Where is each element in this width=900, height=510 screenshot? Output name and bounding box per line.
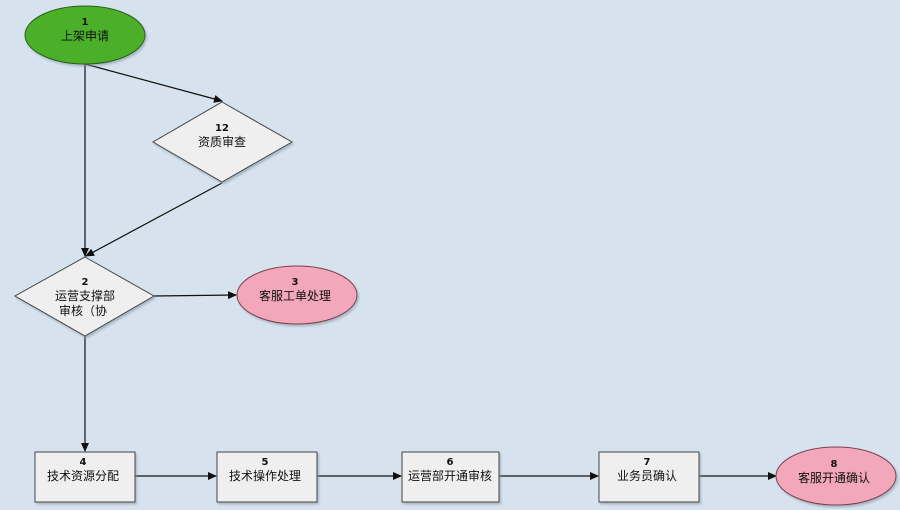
node-8-end[interactable]: 8 客服开通确认 xyxy=(775,446,897,506)
edge-1-to-12 xyxy=(84,63,223,103)
node-5-task[interactable]: 5 技术操作处理 xyxy=(216,451,318,503)
node-7-task[interactable]: 7 业务员确认 xyxy=(598,451,700,503)
node-6-task[interactable]: 6 运营部开通审核 xyxy=(401,451,500,503)
node-3-number: 3 xyxy=(292,277,299,288)
node-1-label: 上架申请 xyxy=(61,29,109,43)
node-4-number: 4 xyxy=(80,457,87,468)
edge-12-to-2 xyxy=(85,182,223,257)
node-6-label: 运营部开通审核 xyxy=(408,468,492,483)
edges xyxy=(81,63,777,480)
node-5-shape xyxy=(216,451,318,503)
node-1-start[interactable]: 1 上架申请 xyxy=(24,5,146,65)
node-12-number: 12 xyxy=(215,123,229,134)
node-2-shape xyxy=(13,256,156,337)
edge-2-to-3 xyxy=(153,291,237,300)
node-2-label-line2: 审核（协 xyxy=(59,303,107,318)
node-7-label: 业务员确认 xyxy=(617,468,677,483)
node-1-number: 1 xyxy=(82,17,89,28)
node-8-label: 客服开通确认 xyxy=(798,470,870,485)
node-4-task[interactable]: 4 技术资源分配 xyxy=(34,451,136,503)
node-6-shape xyxy=(401,451,500,503)
node-7-number: 7 xyxy=(644,457,651,468)
node-12-decision[interactable]: 12 资质审查 xyxy=(152,101,294,183)
node-3-label: 客服工单处理 xyxy=(259,288,331,303)
node-6-number: 6 xyxy=(447,457,454,468)
node-2-decision[interactable]: 2 运营支撑部 审核（协 xyxy=(13,256,156,337)
node-12-label: 资质审查 xyxy=(198,134,246,149)
node-4-shape xyxy=(34,451,136,503)
node-3-end[interactable]: 3 客服工单处理 xyxy=(236,265,358,325)
node-8-shape xyxy=(775,446,897,506)
node-4-label: 技术资源分配 xyxy=(47,469,119,483)
node-5-label: 技术操作处理 xyxy=(229,468,301,483)
node-2-label-line1: 运营支撑部 xyxy=(55,288,115,303)
node-3-shape xyxy=(236,265,358,325)
node-1-shape xyxy=(24,5,146,65)
node-5-number: 5 xyxy=(262,457,269,468)
node-2-number: 2 xyxy=(82,277,89,288)
node-8-number: 8 xyxy=(831,459,838,470)
node-12-shape xyxy=(152,101,294,183)
node-7-shape xyxy=(598,451,700,503)
